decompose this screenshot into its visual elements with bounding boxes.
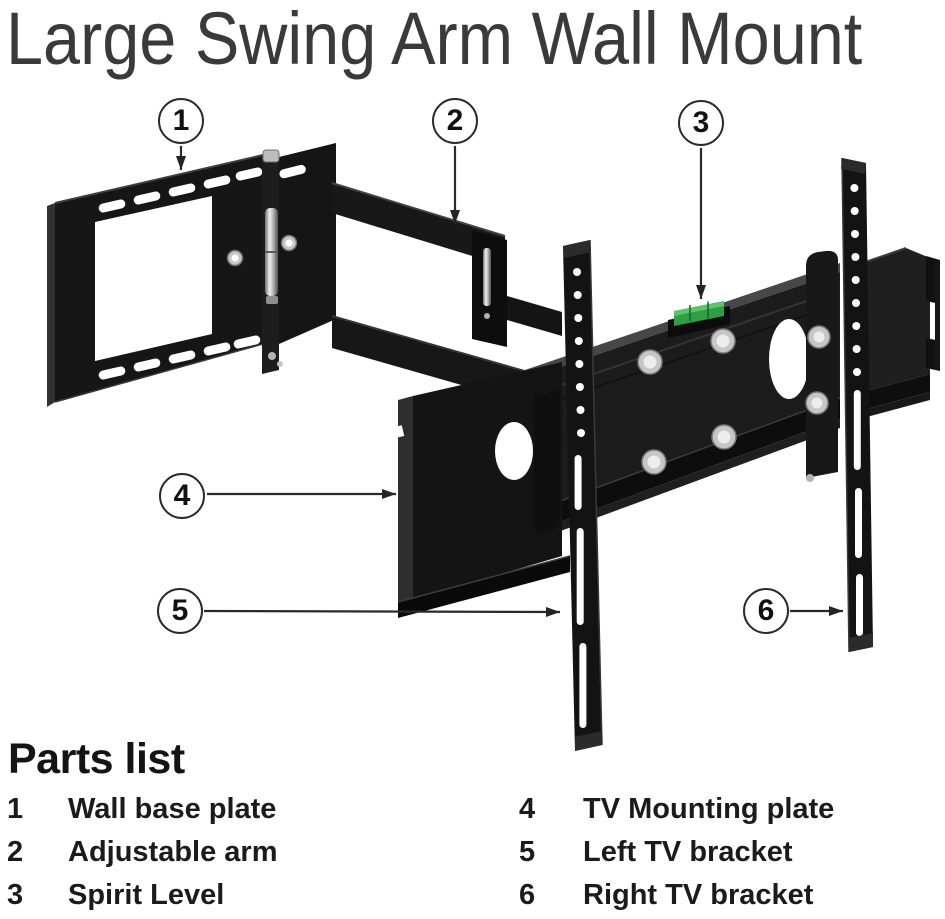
wall-base-plate — [47, 154, 264, 407]
parts-list-heading: Parts list — [8, 735, 185, 783]
page-title: Large Swing Arm Wall Mount — [6, 0, 863, 80]
bolt — [807, 325, 831, 349]
parts-list-item: 2 Adjustable arm — [7, 836, 447, 879]
bolt — [711, 424, 737, 450]
bolt — [805, 391, 829, 415]
parts-list-column-right: 4 TV Mounting plate 5 Left TV bracket 6 … — [519, 793, 939, 919]
part-number: 1 — [7, 793, 24, 825]
part-label: Left TV bracket — [583, 836, 793, 868]
callout-arrows — [176, 146, 843, 617]
callout-4: 4 — [159, 473, 205, 519]
callout-2: 2 — [432, 98, 478, 144]
part-label: TV Mounting plate — [583, 793, 835, 825]
part-label: Spirit Level — [68, 879, 225, 911]
parts-list-item: 4 TV Mounting plate — [519, 793, 939, 836]
arrow-5 — [203, 606, 561, 617]
mounting-plate-left-panel — [394, 362, 571, 618]
part-label: Wall base plate — [68, 793, 277, 825]
bolt — [637, 349, 663, 375]
parts-list-item: 1 Wall base plate — [7, 793, 447, 836]
callout-3: 3 — [678, 100, 724, 146]
parts-list-item: 5 Left TV bracket — [519, 836, 939, 879]
parts-list-item: 3 Spirit Level — [7, 879, 447, 919]
part-label: Adjustable arm — [68, 836, 278, 868]
callout-6: 6 — [743, 588, 789, 634]
left-tv-bracket — [563, 239, 603, 751]
spirit-level — [668, 301, 730, 338]
parts-list-item: 6 Right TV bracket — [519, 879, 939, 919]
part-number: 3 — [7, 879, 24, 911]
part-number: 4 — [519, 793, 536, 825]
right-tv-bracket — [841, 157, 873, 653]
parts-list-column-left: 1 Wall base plate 2 Adjustable arm 3 Spi… — [7, 793, 447, 919]
callout-1: 1 — [158, 98, 204, 144]
bolt — [641, 449, 667, 475]
hinge — [262, 143, 336, 374]
part-number: 5 — [519, 836, 536, 868]
callout-5: 5 — [157, 588, 203, 634]
part-label: Right TV bracket — [583, 879, 814, 911]
part-number: 2 — [7, 836, 24, 868]
bolt — [710, 328, 736, 354]
part-number: 6 — [519, 879, 536, 911]
